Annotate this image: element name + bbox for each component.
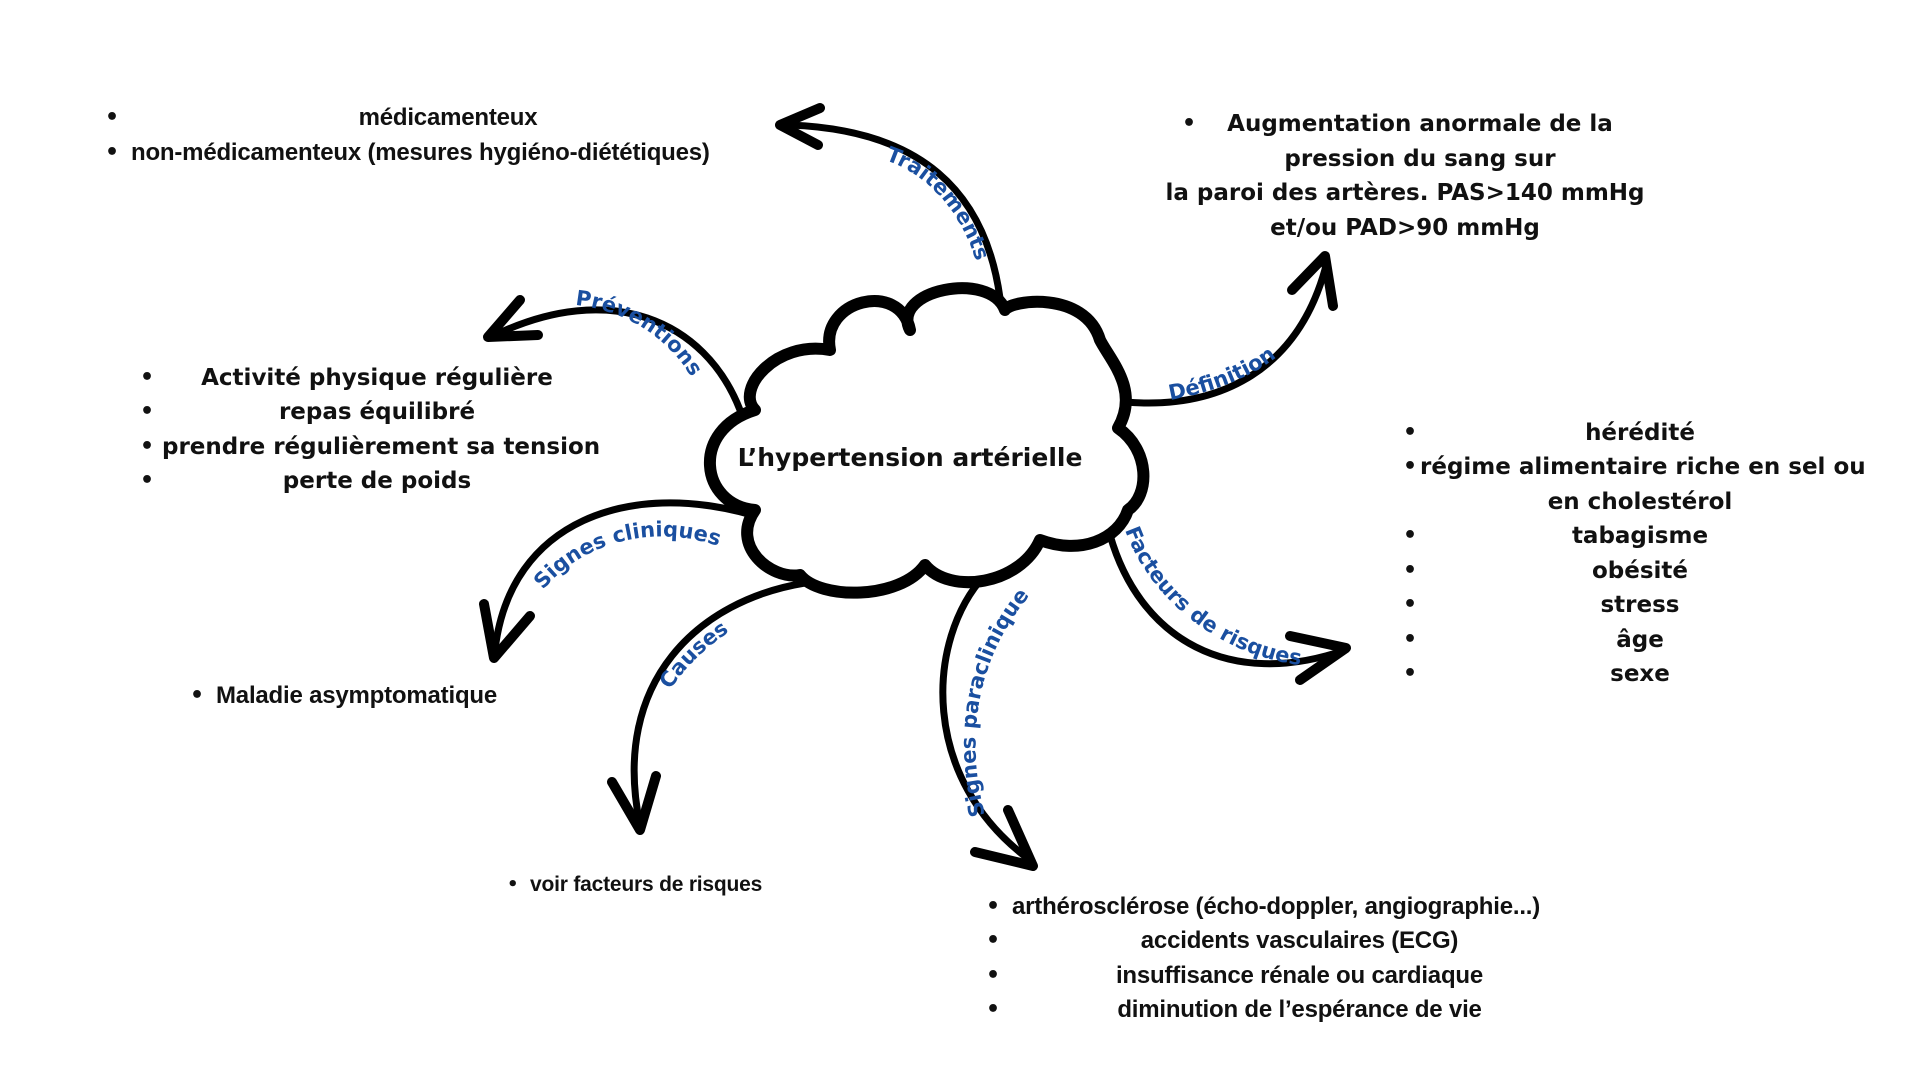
label-preventions: Préventions [574, 286, 707, 380]
list-item: médicamenteux [358, 104, 538, 131]
label-causes-text: Causes [655, 616, 733, 693]
arrow-definition [1121, 251, 1338, 407]
bullet: • [105, 140, 120, 165]
bullet: • [1403, 454, 1418, 479]
bullet: • [1403, 592, 1418, 617]
list-item: obésité [1591, 558, 1689, 584]
list-item: accidents vasculaires (ECG) [1140, 927, 1459, 954]
list-item: prendre régulièrement sa tension [162, 434, 601, 460]
definition-line: Augmentation anormale de la [1227, 111, 1613, 137]
arrow-preventions [483, 295, 744, 414]
list-item: âge [1616, 627, 1664, 653]
list-item: perte de poids [282, 468, 472, 494]
list-item: insuffisance rénale ou cardiaque [1115, 962, 1484, 989]
bullet: • [105, 105, 120, 130]
list-item: diminution de l’espérance de vie [1117, 996, 1482, 1023]
list-item: hérédité [1585, 420, 1695, 446]
list-item: Activité physique régulière [201, 365, 553, 391]
definition-line: pression du sang sur [1284, 146, 1556, 172]
arrow-traitements [775, 103, 1004, 302]
list-item: arthérosclérose (écho-doppler, angiograp… [1012, 893, 1541, 920]
bullet: • [140, 399, 155, 424]
bullet: • [190, 683, 205, 708]
arrow-signes-cliniques [479, 499, 756, 663]
arrow-signes-paracliniques [939, 571, 1038, 871]
bullet: • [507, 874, 519, 895]
bullet: • [140, 468, 155, 493]
label-facteurs: Facteurs de risques [1120, 523, 1303, 670]
bullet: • [140, 434, 155, 459]
arrow-facteurs [1106, 531, 1351, 685]
bullet: • [1403, 627, 1418, 652]
list-item: non-médicamenteux (mesures hygiéno-diété… [131, 139, 710, 166]
list-item: Maladie asymptomatique [216, 682, 498, 709]
list-item: tabagisme [1571, 523, 1709, 549]
label-definition-text: Définition [1166, 342, 1279, 405]
bullet: • [1403, 558, 1418, 583]
list-item-continuation: en cholestérol [1547, 489, 1733, 515]
bullet: • [986, 928, 1001, 953]
bullet: • [1182, 111, 1197, 136]
definition-line: la paroi des artères. PAS>140 mmHg [1165, 180, 1645, 206]
list-item: régime alimentaire riche en sel ou [1420, 454, 1866, 480]
label-traitements-text: Traitements [883, 142, 994, 263]
label-signes-cliniques-text: Signes cliniques [529, 517, 724, 593]
bullet: • [140, 365, 155, 390]
label-traitements: Traitements [883, 142, 994, 263]
label-facteurs-text: Facteurs de risques [1120, 523, 1303, 670]
arrow-causes [607, 579, 809, 835]
central-cloud: L’hypertension artérielle [703, 282, 1150, 599]
bullet: • [986, 963, 1001, 988]
list-item: sexe [1610, 661, 1670, 687]
label-causes: Causes [655, 616, 733, 693]
bullet: • [1403, 523, 1418, 548]
bullet: • [1403, 661, 1418, 686]
definition-line: et/ou PAD>90 mmHg [1270, 215, 1540, 241]
label-signes-cliniques: Signes cliniques [529, 517, 724, 593]
list-item: repas équilibré [278, 399, 476, 425]
bullet: • [986, 894, 1001, 919]
list-item: stress [1600, 592, 1680, 618]
label-preventions-text: Préventions [574, 286, 707, 380]
list-item: voir facteurs de risques [530, 873, 763, 896]
bullet: • [1403, 420, 1418, 445]
label-definition: Définition [1166, 342, 1279, 405]
central-title: L’hypertension artérielle [738, 443, 1083, 472]
bullet: • [986, 997, 1001, 1022]
